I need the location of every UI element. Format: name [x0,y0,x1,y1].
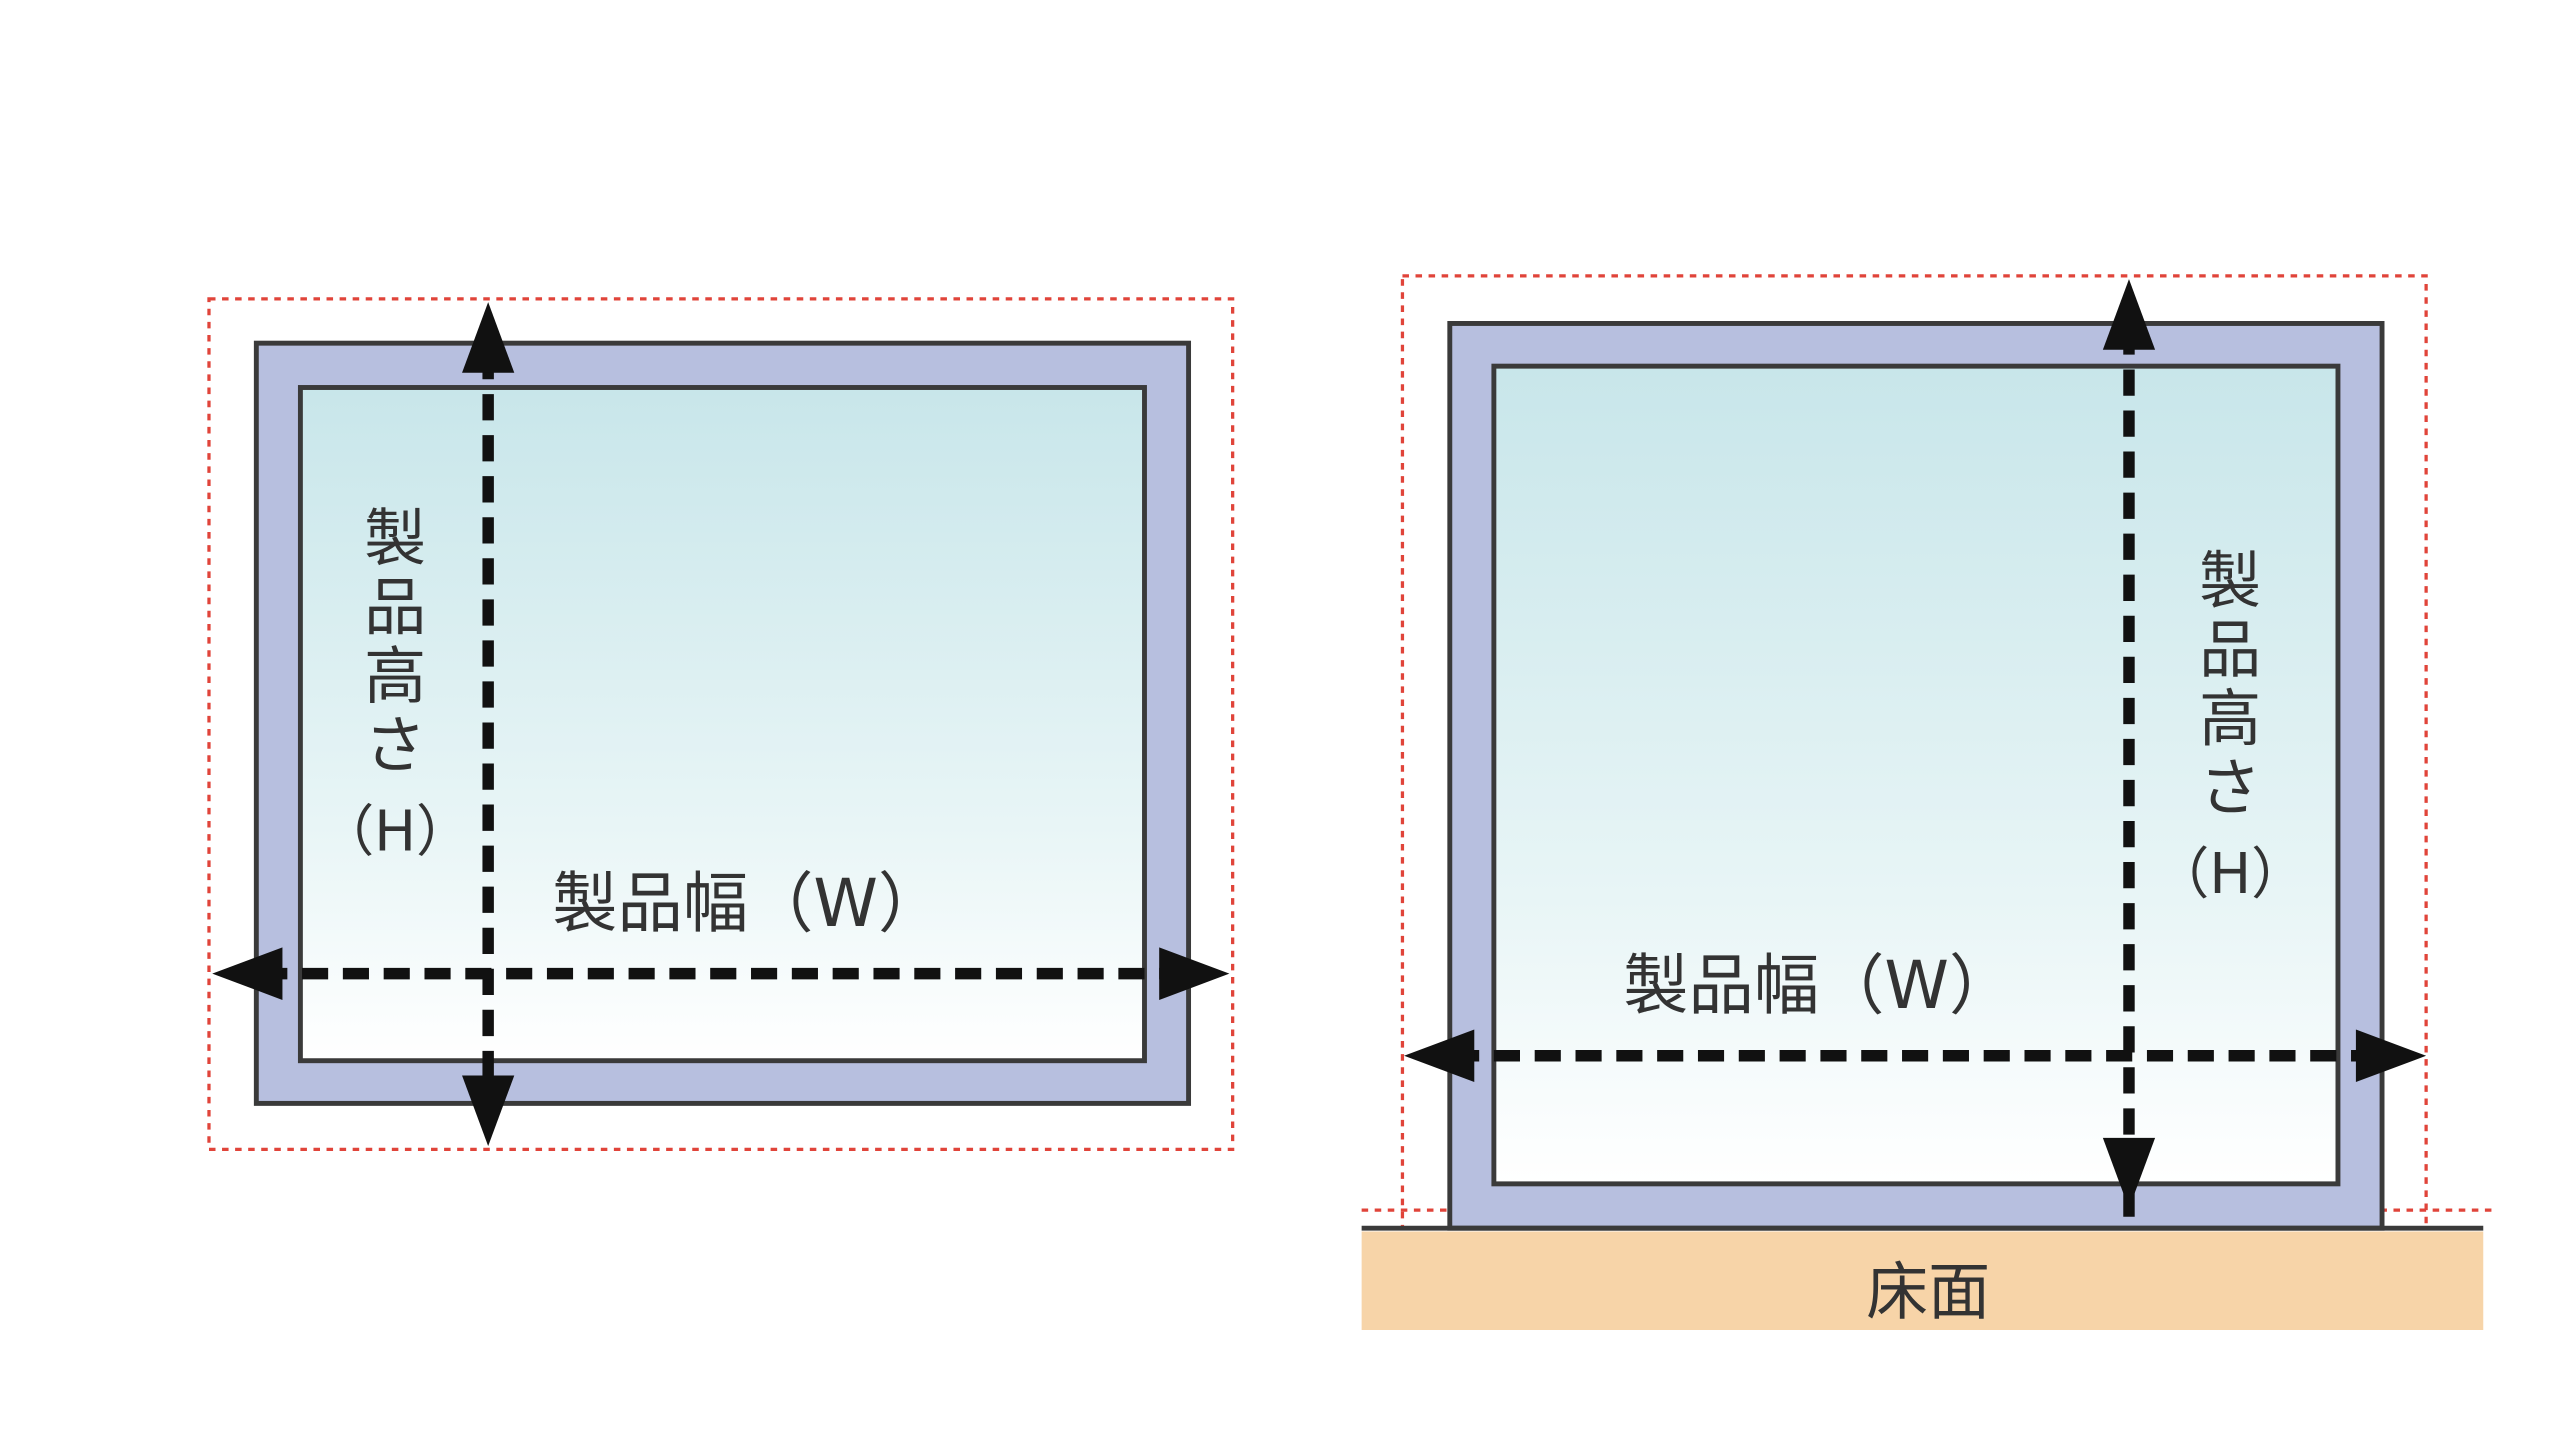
product-panel [1491,363,2341,1187]
clearance-outline [207,297,1235,1152]
width-dimension-arrow [212,947,1230,1000]
height-label-char: 高 [364,640,426,713]
floor-surface [1361,1231,2484,1330]
height-label-char: 品 [2199,613,2261,686]
height-label-char: 高 [2199,682,2261,755]
height-label-char: 品 [364,571,426,644]
floor-label: 床面 [1866,1255,1990,1328]
height-label: 製 品 高 さ （H） [2154,544,2307,907]
width-label: 製品幅（W） [1623,948,2014,1024]
height-label-unit: （H） [2154,842,2307,907]
product-panel [297,385,1147,1064]
height-label-char: さ [364,709,426,782]
height-label-char: さ [2199,751,2261,824]
height-label: 製 品 高 さ （H） [319,502,472,865]
wall-mounted-diagram: 製 品 高 さ （H） 製品幅（W） [207,297,1235,1152]
height-label-char: 製 [2199,544,2261,617]
floor-standing-diagram: 床面 製 品 高 さ （H） 製品幅（W） [1361,274,2495,1330]
height-label-char: 製 [364,502,426,575]
width-dimension-arrow [1404,1029,2427,1083]
height-label-unit: （H） [319,799,472,864]
height-dimension-arrow [2102,279,2156,1225]
width-label: 製品幅（W） [552,866,943,942]
